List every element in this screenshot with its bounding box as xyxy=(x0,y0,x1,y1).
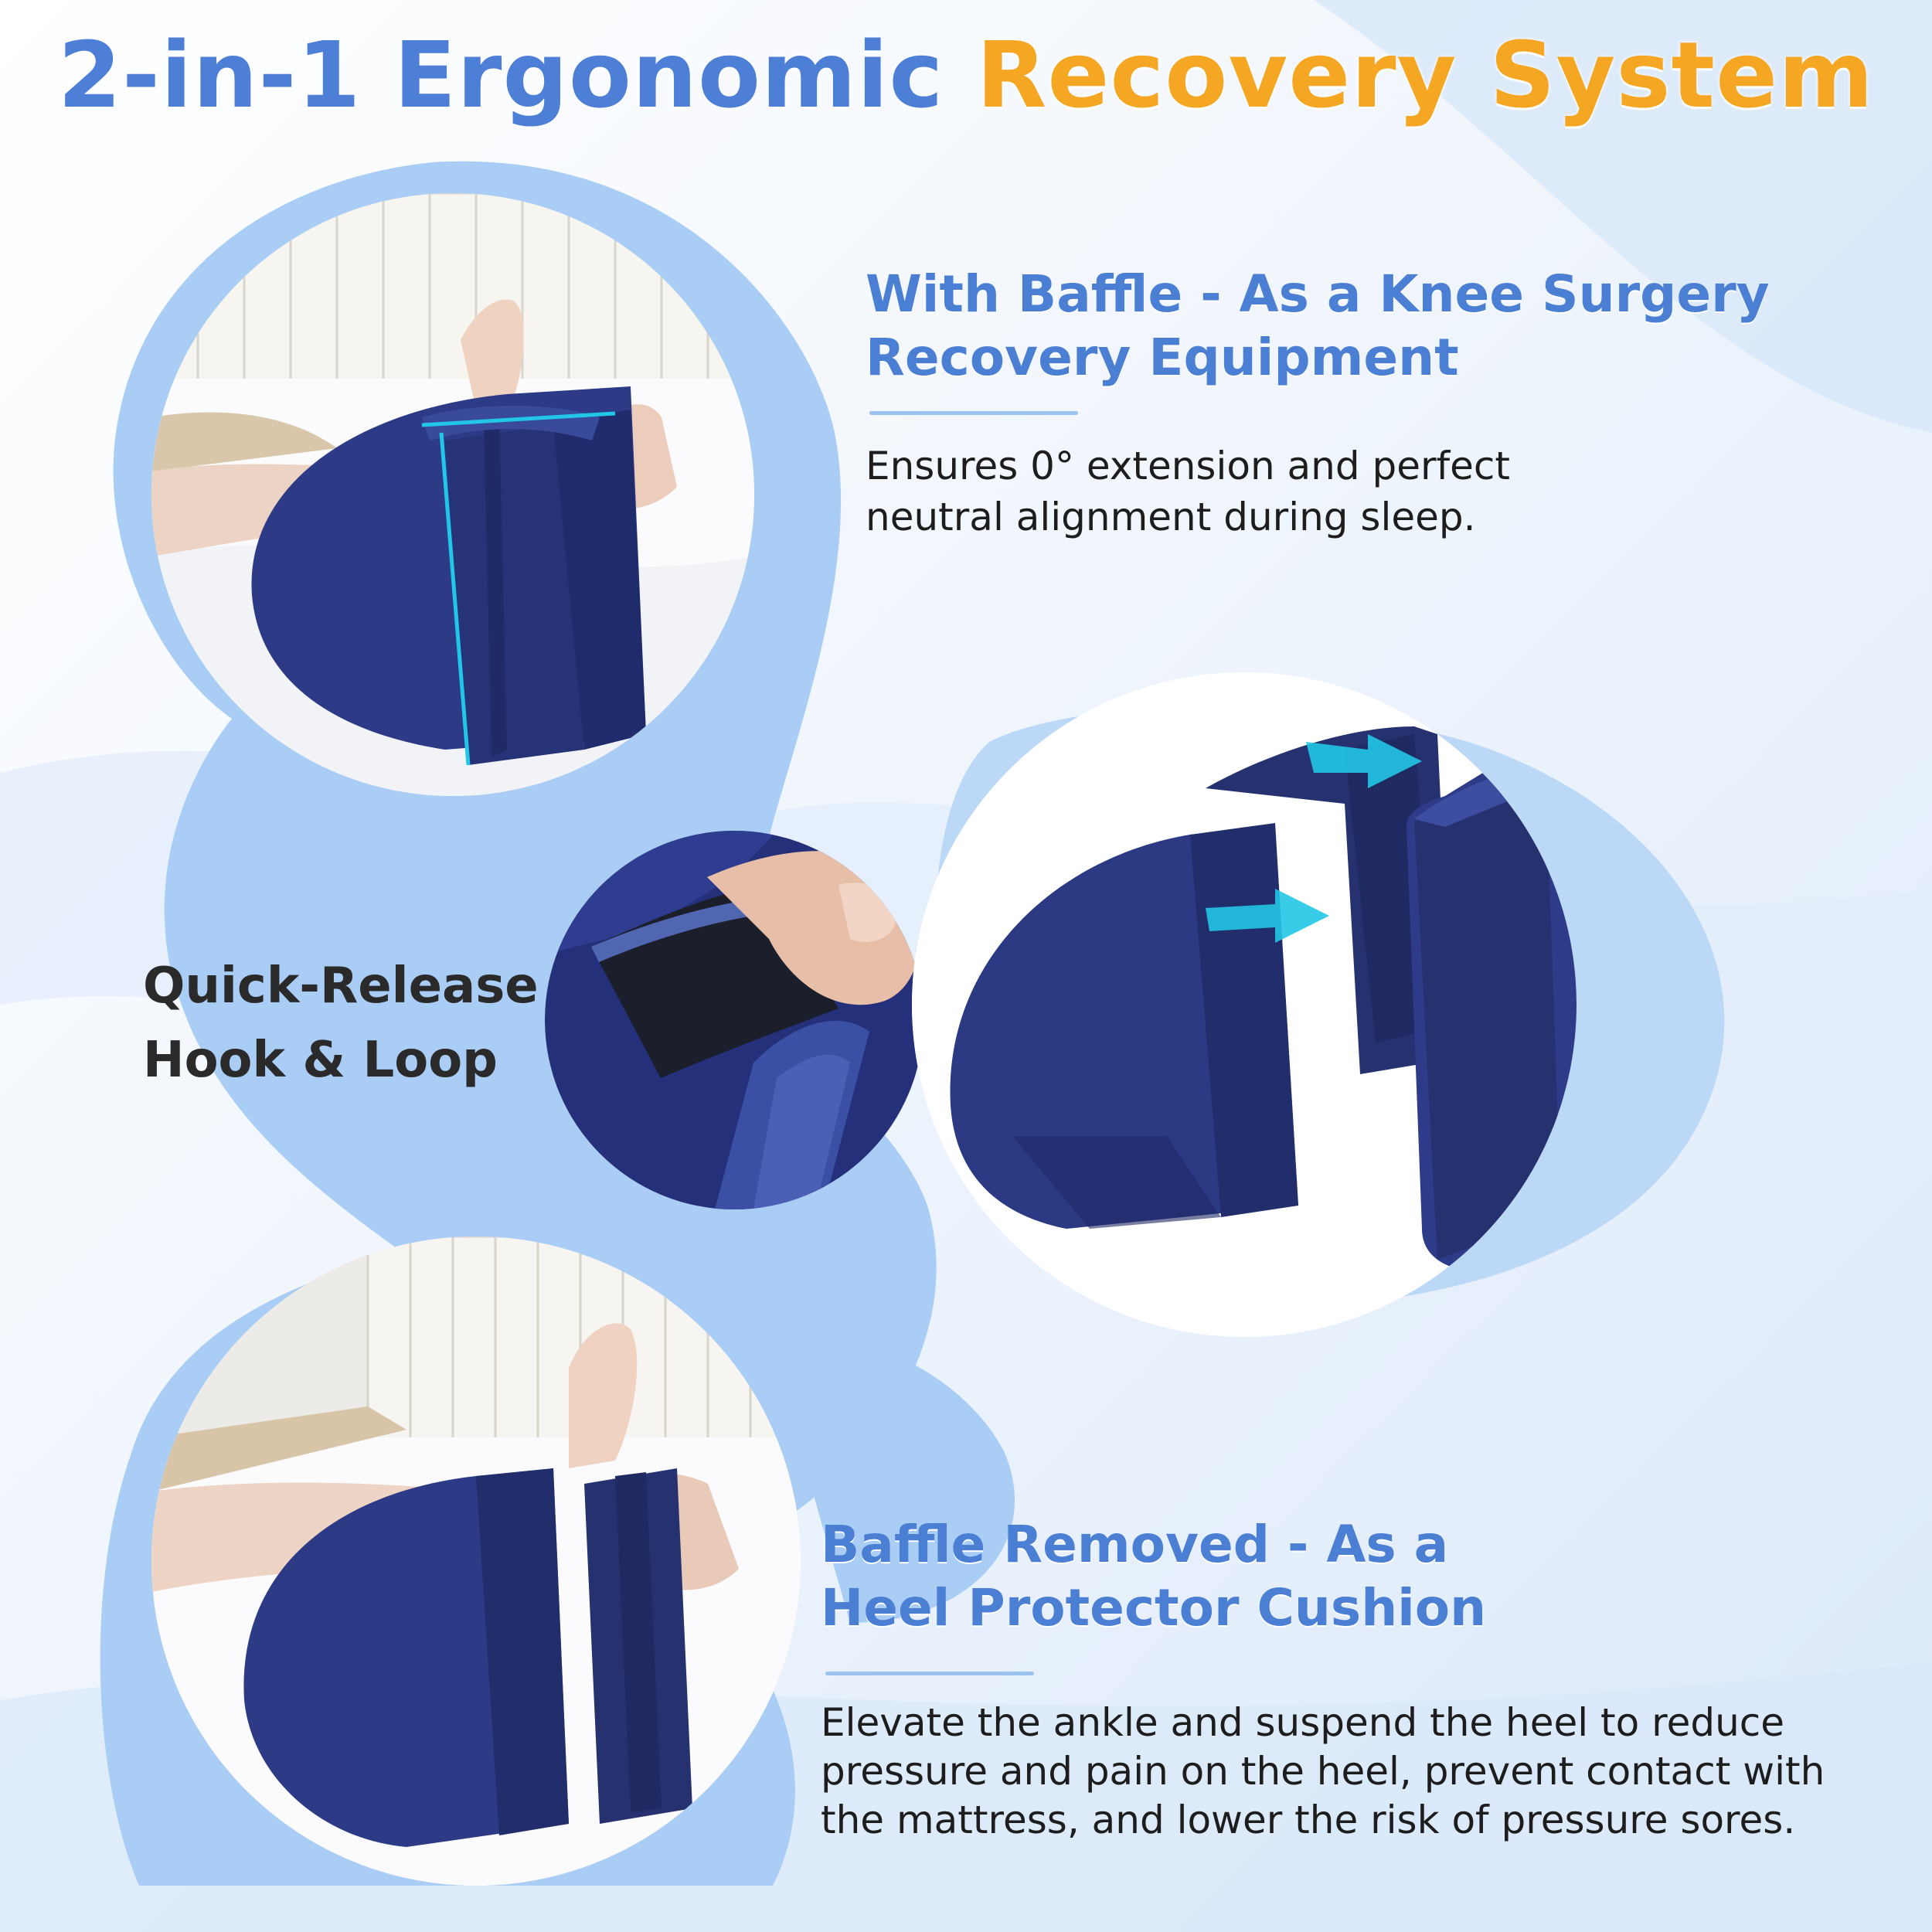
components-illustration xyxy=(912,672,1577,1337)
heel-protector-photo xyxy=(151,1236,801,1886)
knee-recovery-illustration xyxy=(151,193,754,796)
knee-body-line2: neutral alignment during sleep. xyxy=(866,495,1476,539)
components-photo xyxy=(912,672,1577,1337)
hook-loop-line2: Hook & Loop xyxy=(143,1032,498,1089)
knee-section-body: Ensures 0° extension and perfect neutral… xyxy=(866,440,1510,543)
knee-heading-line2: Recovery Equipment xyxy=(866,328,1459,387)
page-title: 2-in-1 Ergonomic Recovery System xyxy=(0,22,1932,128)
hook-loop-illustration xyxy=(545,831,923,1209)
knee-body-line1: Ensures 0° extension and perfect xyxy=(866,444,1511,488)
heel-body-line2: pressure and pain on the heel, prevent c… xyxy=(821,1749,1825,1794)
heel-section-body: Elevate the ankle and suspend the heel t… xyxy=(821,1699,1825,1845)
heel-body-line1: Elevate the ankle and suspend the heel t… xyxy=(821,1700,1785,1745)
title-part-blue: 2-in-1 Ergonomic xyxy=(57,22,944,128)
heel-protector-illustration xyxy=(151,1236,801,1886)
knee-heading-line1: With Baffle - As a Knee Surgery xyxy=(866,264,1770,324)
title-part-orange: Recovery System xyxy=(976,22,1875,128)
heel-body-line3: the mattress, and lower the risk of pres… xyxy=(821,1798,1796,1842)
hook-loop-line1: Quick-Release xyxy=(143,957,539,1015)
heel-divider xyxy=(825,1672,1034,1675)
knee-recovery-photo xyxy=(151,193,754,796)
knee-divider xyxy=(869,411,1078,415)
heel-heading-line2: Heel Protector Cushion xyxy=(821,1578,1487,1638)
hook-loop-label: Quick-Release Hook & Loop xyxy=(143,949,539,1097)
knee-section-heading: With Baffle - As a Knee Surgery Recovery… xyxy=(866,263,1770,389)
heel-heading-line1: Baffle Removed - As a xyxy=(821,1515,1449,1574)
heel-section-heading: Baffle Removed - As a Heel Protector Cus… xyxy=(821,1513,1486,1640)
hook-loop-photo xyxy=(545,831,923,1209)
